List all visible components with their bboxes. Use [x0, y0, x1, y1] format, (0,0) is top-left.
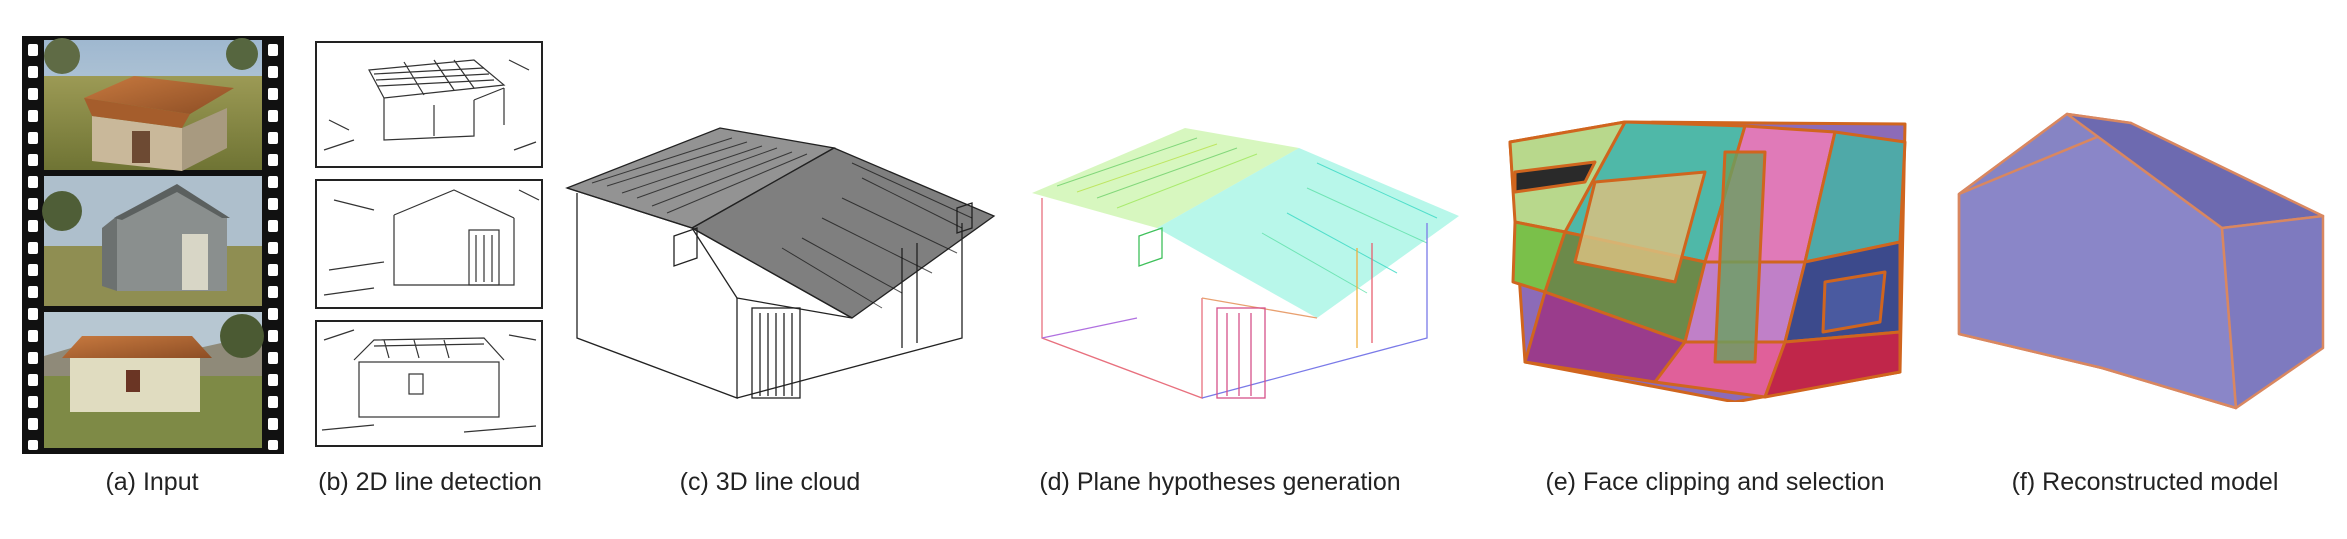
detected-lines-2: [323, 189, 540, 296]
input-film-strip: [22, 36, 284, 454]
face-clipping-graphic: [1508, 120, 1907, 402]
reconstructed-model-graphic: [1957, 112, 2325, 410]
input-photo-2: [42, 176, 262, 306]
detected-lines-1: [323, 59, 537, 151]
sprocket-holes: [28, 44, 278, 450]
caption-face-clipping: (e) Face clipping and selection: [1545, 468, 1885, 496]
caption-plane-hypotheses: (d) Plane hypotheses generation: [1039, 468, 1401, 496]
caption-3d-line-cloud: (c) 3D line cloud: [679, 468, 861, 496]
caption-2d-line-detection: (b) 2D line detection: [318, 468, 542, 496]
plane-hypotheses-panel: [1027, 68, 1463, 418]
input-photo-3: [44, 312, 264, 448]
caption-reconstructed-model: (f) Reconstructed model: [2011, 468, 2279, 496]
film-strip-graphic: [22, 36, 284, 454]
input-photo-1: [44, 38, 262, 171]
line-cloud-graphic: [565, 127, 996, 399]
caption-input: (a) Input: [105, 468, 199, 496]
line-detection-panels: [314, 40, 546, 450]
reconstructed-model-panel: [1955, 108, 2327, 414]
detected-lines-3: [321, 329, 537, 433]
line-cloud-panel: [562, 68, 998, 418]
line-detection-graphic: [315, 41, 543, 447]
face-clipping-panel: [1505, 112, 1915, 402]
plane-hypotheses-graphic: [1032, 128, 1459, 399]
